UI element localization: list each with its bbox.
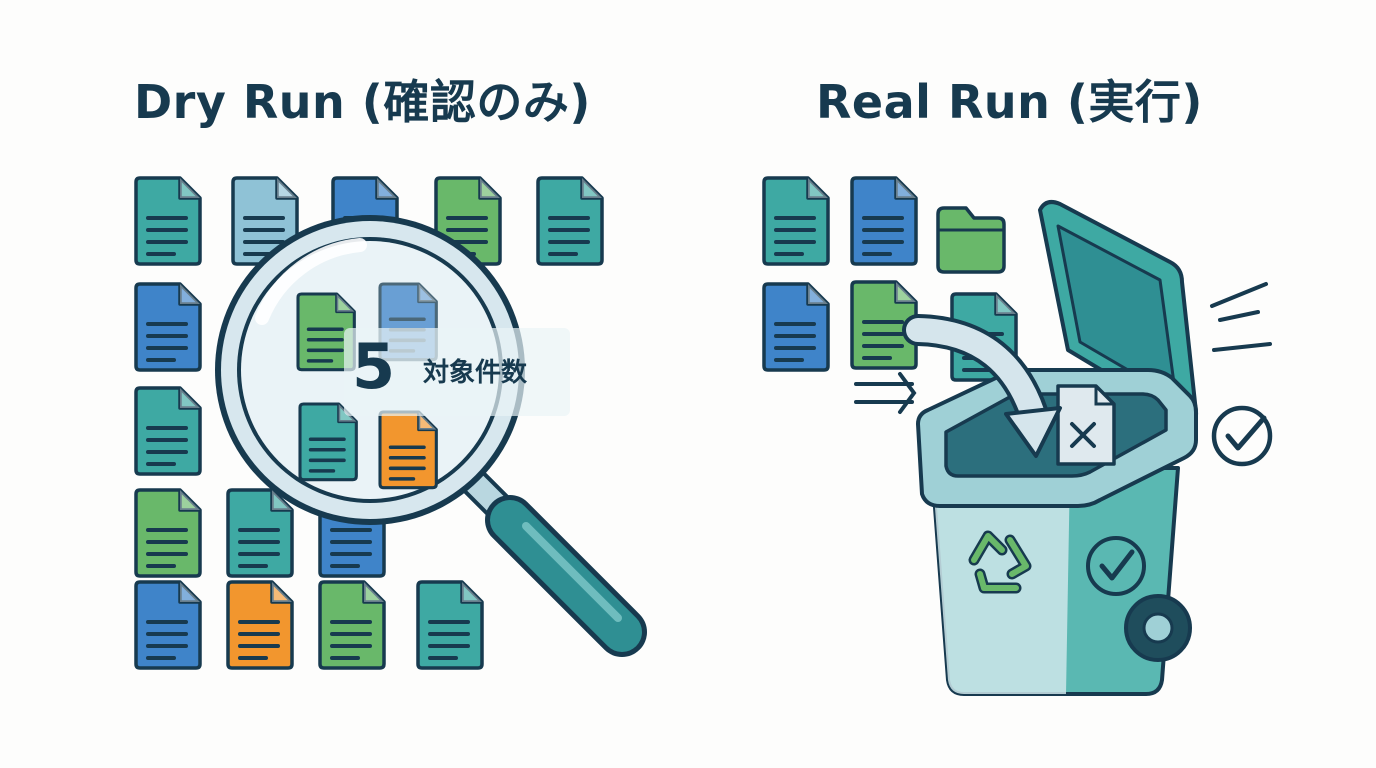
folder-icon	[936, 206, 1006, 274]
motion-arrows-icon	[854, 372, 917, 414]
file-icon	[536, 176, 604, 266]
target-count-label: 対象件数	[423, 358, 528, 388]
file-icon	[762, 176, 830, 266]
curved-arrow-icon	[902, 314, 1062, 458]
file-icon	[134, 488, 202, 578]
count-backdrop	[344, 328, 570, 416]
recycle-icon	[968, 530, 1032, 594]
check-circle-icon	[1211, 405, 1273, 467]
recycle-bin-icon	[916, 200, 1199, 696]
file-icon	[134, 176, 202, 266]
file-icon	[226, 488, 294, 578]
motion-lines-icon	[1210, 282, 1272, 352]
file-icon	[134, 386, 202, 476]
file-icon	[378, 410, 439, 490]
file-icon	[318, 580, 386, 670]
dry-run-title: Dry Run (確認のみ)	[134, 75, 591, 129]
file-icon	[134, 282, 202, 372]
file-icon	[226, 580, 294, 670]
check-circle-icon	[1086, 536, 1146, 596]
file-icon	[850, 176, 918, 266]
file-icon	[134, 580, 202, 670]
file-icon	[762, 282, 830, 372]
real-run-title: Real Run (実行)	[816, 75, 1203, 129]
file-icon	[416, 580, 484, 670]
target-count-value: 5	[352, 330, 396, 403]
file-x-icon	[1056, 384, 1116, 466]
